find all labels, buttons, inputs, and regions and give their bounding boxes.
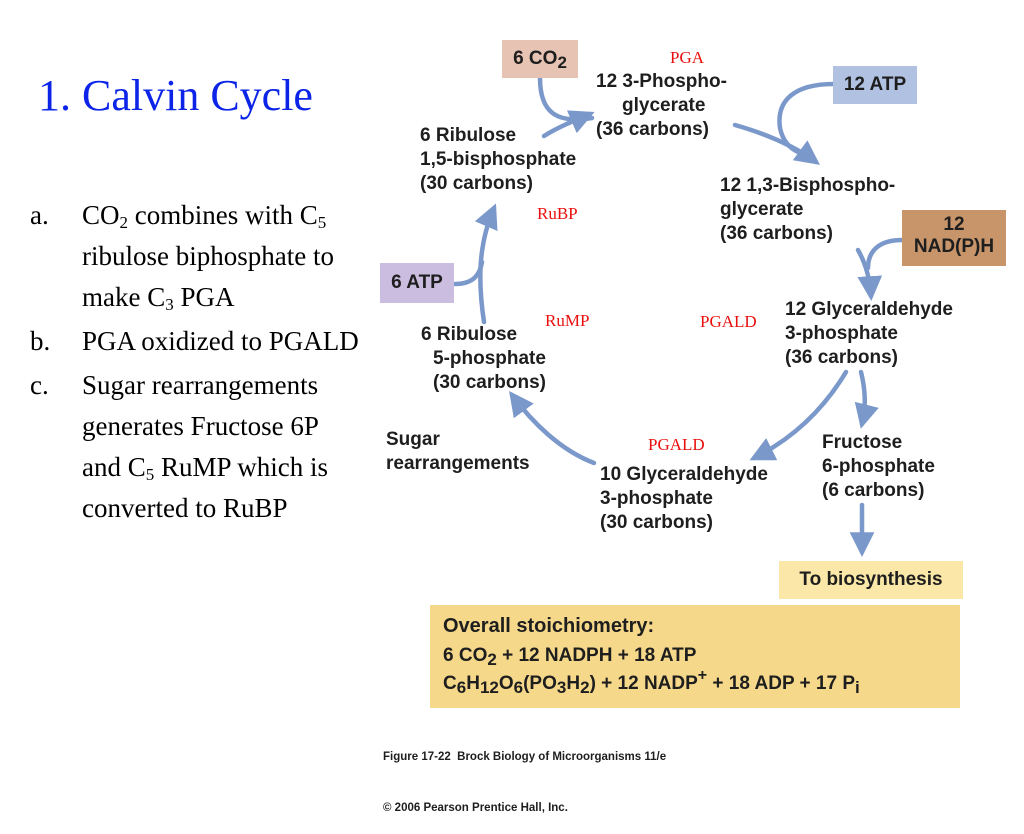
bullet-b: b. PGA oxidized to PGALD [30, 321, 360, 362]
bullet-c: c. Sugar rearrangements generates Fructo… [30, 365, 360, 529]
bullet-c-marker: c. [30, 370, 49, 400]
co2-input-box: 6 CO2 [502, 40, 578, 78]
annotation-pgald-2: PGALD [648, 435, 705, 454]
stoichiometry-reactants: 6 CO2 + 12 NADPH + 18 ATP [443, 645, 697, 669]
arrow-atp6-input [452, 259, 485, 287]
stoichiometry-box: Overall stoichiometry: 6 CO2 + 12 NADPH … [430, 605, 960, 708]
bullet-b-marker: b. [30, 326, 51, 356]
stoichiometry-products: C6H12O6(PO3H2) + 12 NADP+ + 18 ADP + 17 … [443, 667, 860, 697]
sugar-rearrangements-label: Sugar rearrangements [386, 429, 530, 474]
caption-line-2: © 2006 Pearson Prentice Hall, Inc. [383, 802, 568, 814]
figure-caption: Figure 17-22 Brock Biology of Microorgan… [383, 715, 666, 834]
arrow-rubp-to-pga [541, 110, 595, 139]
calvin-cycle-arrows [452, 75, 905, 659]
atp12-input-box: 12 ATP [833, 66, 917, 104]
annotation-pga: PGA [670, 48, 705, 67]
bullet-c-text: Sugar rearrangements generates Fructose … [82, 370, 329, 523]
g3p10-label: 10 Glyceraldehyde 3-phosphate (30 carbon… [600, 464, 768, 533]
atp6-input-box: 6 ATP [380, 263, 454, 303]
bpg-label: 12 1,3-Bisphospho- glycerate (36 carbons… [720, 175, 896, 244]
bullet-b-text: PGA oxidized to PGALD [82, 326, 359, 356]
pga-label: 12 3-Phospho- glycerate (36 carbons) [596, 71, 727, 140]
bullet-a: a. CO2 combines with C5 ribulose biphosp… [30, 195, 360, 318]
ru5p-label: 6 Ribulose 5-phosphate (30 carbons) [421, 324, 546, 393]
bullet-list: a. CO2 combines with C5 ribulose biphosp… [30, 195, 360, 532]
arrow-g3p12-to-g3p10 [749, 369, 849, 461]
slide-title: 1. Calvin Cycle [38, 71, 313, 120]
biosynthesis-box: To biosynthesis [779, 561, 963, 599]
stoichiometry-title: Overall stoichiometry: [443, 615, 655, 637]
bullet-a-marker: a. [30, 200, 49, 230]
annotation-rubp: RuBP [537, 204, 578, 223]
arrow-nadph-input [865, 237, 905, 271]
arrow-co2-input [537, 75, 595, 122]
annotation-rump: RuMP [545, 311, 590, 330]
nadph-input-box: 12 NAD(P)H [902, 210, 1006, 266]
arrow-pga-to-bpg [732, 122, 820, 165]
arrow-bpg-to-g3p12 [855, 247, 883, 301]
g3p12-label: 12 Glyceraldehyde 3-phosphate (36 carbon… [785, 299, 953, 368]
rubp-label: 6 Ribulose 1,5-bisphosphate (30 carbons) [420, 125, 577, 194]
arrow-g3p12-to-f6p [854, 369, 879, 429]
caption-line-1: Figure 17-22 Brock Biology of Microorgan… [383, 751, 667, 763]
arrow-atp12-input [777, 81, 837, 155]
arrow-g3p10-to-ru5p [509, 391, 597, 466]
annotation-pgald-1: PGALD [700, 312, 757, 331]
f6p-label: Fructose 6-phosphate (6 carbons) [822, 432, 935, 501]
bullet-a-text: CO2 combines with C5 ribulose biphosphat… [82, 200, 334, 314]
